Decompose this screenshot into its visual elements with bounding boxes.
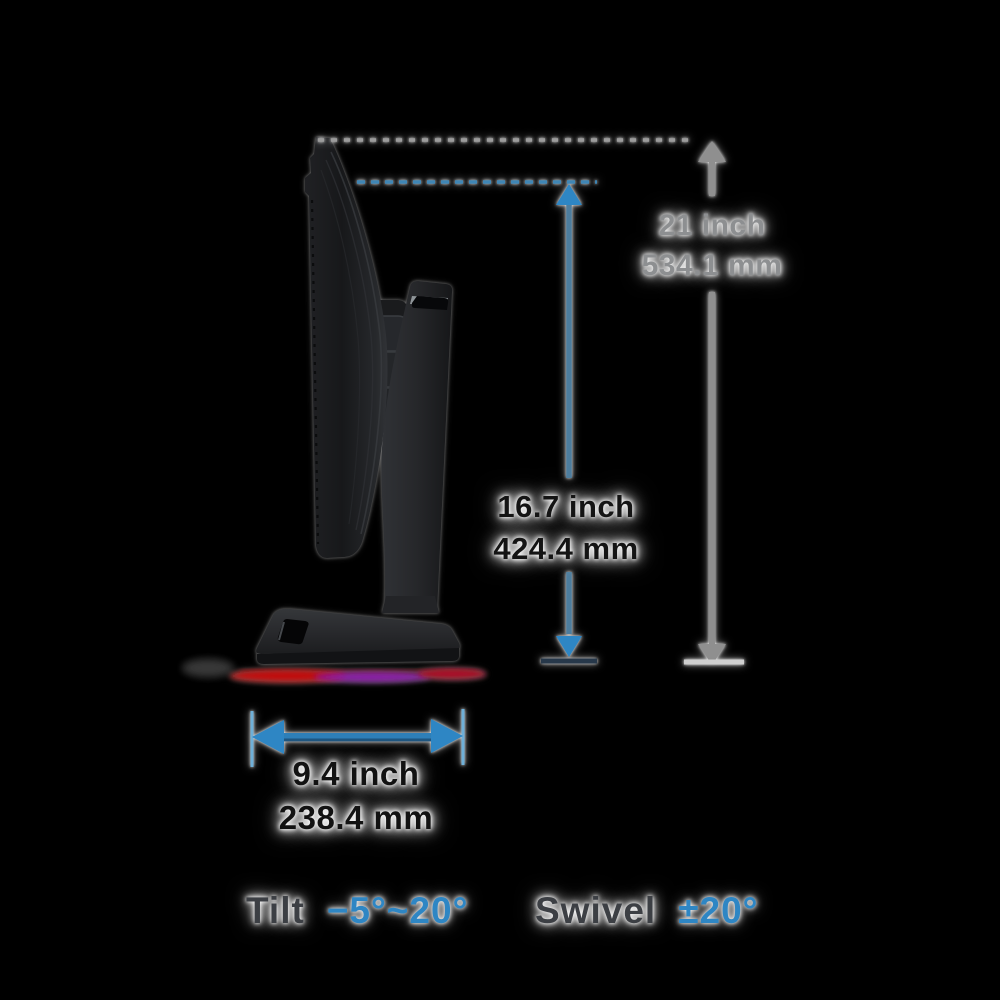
height-adjustment-mm: 424.4 mm (493, 531, 639, 566)
swivel-label: Swivel (535, 890, 657, 931)
total-height-label: 21 inch 534.1 mm (608, 206, 816, 286)
monitor-base (256, 609, 460, 664)
glow-gray-speck (182, 659, 234, 677)
panel-striation-3 (320, 169, 361, 525)
base-depth-arrow-left-icon (252, 720, 284, 754)
glow-base-line (240, 670, 478, 674)
base-hole-rim-highlight (278, 621, 285, 641)
tilt-label: Tilt (246, 890, 305, 931)
total-height-mm: 534.1 mm (641, 249, 783, 282)
dimension-height-adjustment (357, 180, 597, 664)
arm-foot (382, 596, 439, 613)
base-front-face (257, 648, 459, 664)
arm-body (381, 281, 453, 612)
rgb-light-glow (182, 659, 486, 682)
stand-handle-hole (411, 296, 449, 310)
monitor-panel (305, 137, 388, 558)
base-depth-label: 9.4 inch 238.4 mm (252, 752, 460, 840)
tilt-spec: Tilt −5°~20° (246, 890, 468, 932)
base-depth-inch: 9.4 inch (292, 755, 420, 792)
base-depth-arrow-right-icon (431, 719, 463, 753)
total-height-inch: 21 inch (658, 209, 766, 242)
height-adjustment-inch: 16.7 inch (497, 489, 635, 524)
swivel-spec: Swivel ±20° (535, 890, 758, 932)
panel-vent-ticks (310, 199, 320, 545)
height-adjust-arrow-up-icon (556, 184, 582, 205)
dimension-total-height (318, 138, 744, 665)
total-height-arrow-up-icon (698, 141, 726, 162)
base-cable-hole (277, 619, 309, 645)
glow-purple-mid (314, 672, 430, 682)
glow-red-left (230, 670, 346, 682)
swivel-value: ±20° (678, 890, 759, 931)
panel-striation-2 (325, 159, 374, 531)
height-adjust-arrow-down-icon (556, 636, 582, 657)
monitor-side-view (182, 137, 486, 682)
total-height-arrow-down-icon (698, 644, 726, 665)
tilt-value: −5°~20° (326, 890, 469, 931)
panel-striation-1 (330, 151, 383, 535)
monitor-stand-arm (381, 281, 453, 613)
height-adjustment-label: 16.7 inch 424.4 mm (462, 486, 670, 570)
base-top-surface (256, 609, 460, 654)
dimension-base-depth (250, 709, 465, 767)
panel-body (305, 137, 388, 558)
glow-red-right (418, 669, 486, 679)
base-depth-mm: 238.4 mm (278, 799, 434, 836)
